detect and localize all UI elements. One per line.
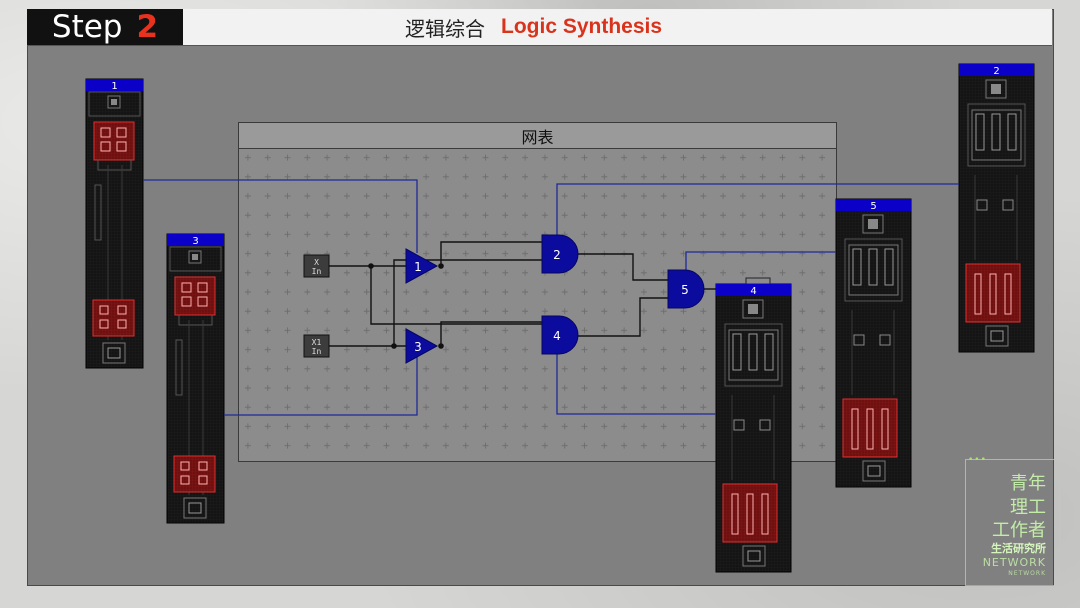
gate-and-2: 2 <box>541 234 579 274</box>
layout-cell-5: 5 <box>835 198 912 488</box>
wire-cell3-to-gate3 <box>224 356 418 416</box>
watermark-line-4: 生活研究所 <box>991 542 1046 555</box>
layout-cell-4: 4 <box>715 277 792 573</box>
step-badge: Step 2 <box>27 9 183 45</box>
gate-5-label: 5 <box>681 283 689 297</box>
cell-1-label: 1 <box>111 81 117 92</box>
cell-connection-wires <box>143 179 959 416</box>
gate-not-1: 1 <box>405 248 439 284</box>
step-number: 2 <box>136 9 159 45</box>
input-x1-line2: In <box>312 347 322 356</box>
watermark-frame <box>965 459 1060 586</box>
gate-3-label: 3 <box>414 340 422 354</box>
cell-2-label: 2 <box>993 66 999 77</box>
gate-and-4: 4 <box>541 315 579 355</box>
watermark-line-3: 工作者 <box>992 520 1046 541</box>
cell-5-label: 5 <box>870 201 876 212</box>
slide-title: 逻辑综合 Logic Synthesis <box>405 14 663 41</box>
input-x1-line1: X1 <box>312 338 322 347</box>
cell-3-label: 3 <box>192 236 198 247</box>
title-bar <box>27 9 1052 46</box>
gate-1-label: 1 <box>414 260 422 274</box>
title-chinese: 逻辑综合 <box>405 16 485 41</box>
input-x1: X1 In <box>303 334 330 358</box>
watermark-line-2: 理工 <box>1010 497 1046 518</box>
input-x-line1: X <box>314 258 319 267</box>
step-word: Step <box>51 9 123 45</box>
gate-and-5: 5 <box>667 269 705 309</box>
layout-cell-3: 3 <box>166 233 225 524</box>
watermark-dots: ••• <box>968 455 987 465</box>
gate-4-label: 4 <box>553 329 561 343</box>
wire-gate2-to-cell2 <box>556 183 959 236</box>
layout-cell-1: 1 <box>85 78 144 369</box>
input-x: X In <box>303 254 330 278</box>
gate-not-3: 3 <box>405 328 439 364</box>
wire-gate4-to-cell4 <box>556 354 716 415</box>
watermark-line-6: NETWORK <box>1008 570 1046 577</box>
watermark-line-1: 青年 <box>1010 473 1046 494</box>
wire-cell1-to-gate1 <box>143 179 418 253</box>
wire-gate5-to-cell5 <box>685 251 836 272</box>
cell-4-label: 4 <box>750 286 756 297</box>
title-english: Logic Synthesis <box>501 15 663 38</box>
layout-cell-2: 2 <box>958 63 1035 353</box>
gate-2-label: 2 <box>553 248 561 262</box>
input-x-line2: In <box>312 267 322 276</box>
wire-junctions <box>368 263 444 349</box>
watermark-line-5: NETWORK <box>982 556 1046 569</box>
